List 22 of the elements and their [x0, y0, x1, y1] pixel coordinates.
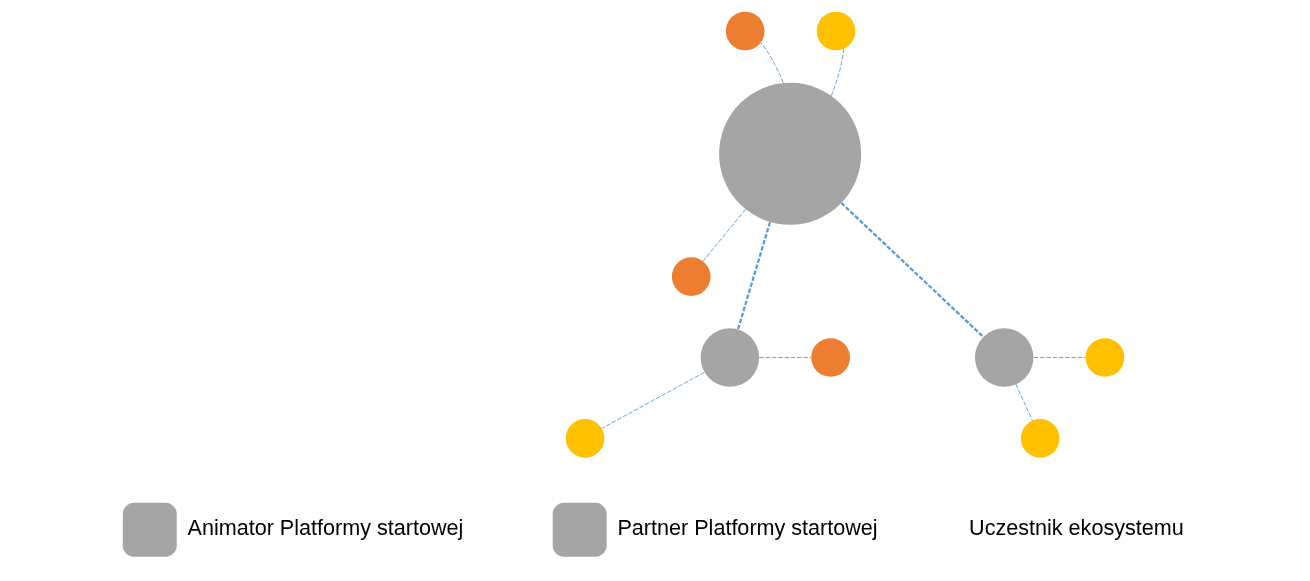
node-circle	[700, 328, 760, 387]
node-circle	[816, 11, 856, 51]
connector	[736, 221, 772, 330]
node-circle	[811, 338, 850, 377]
node-circle	[1085, 338, 1125, 377]
node-circle	[1020, 419, 1060, 458]
legend-label: Uczestnik ekosystemu	[969, 515, 1184, 541]
node-circle	[974, 328, 1034, 387]
connector	[702, 208, 747, 262]
connector	[760, 42, 784, 84]
connector	[601, 371, 705, 429]
connector	[830, 48, 845, 97]
connector	[758, 357, 812, 358]
connector	[1015, 383, 1033, 421]
legend-label: Partner Platformy startowej	[617, 515, 878, 541]
node-circle	[565, 419, 605, 458]
connector	[840, 202, 985, 338]
legend-label: Animator Platformy startowej	[187, 515, 464, 541]
node-circle	[725, 11, 765, 51]
node-circle	[719, 82, 862, 225]
node-circle	[671, 257, 711, 296]
connector	[1033, 357, 1086, 358]
